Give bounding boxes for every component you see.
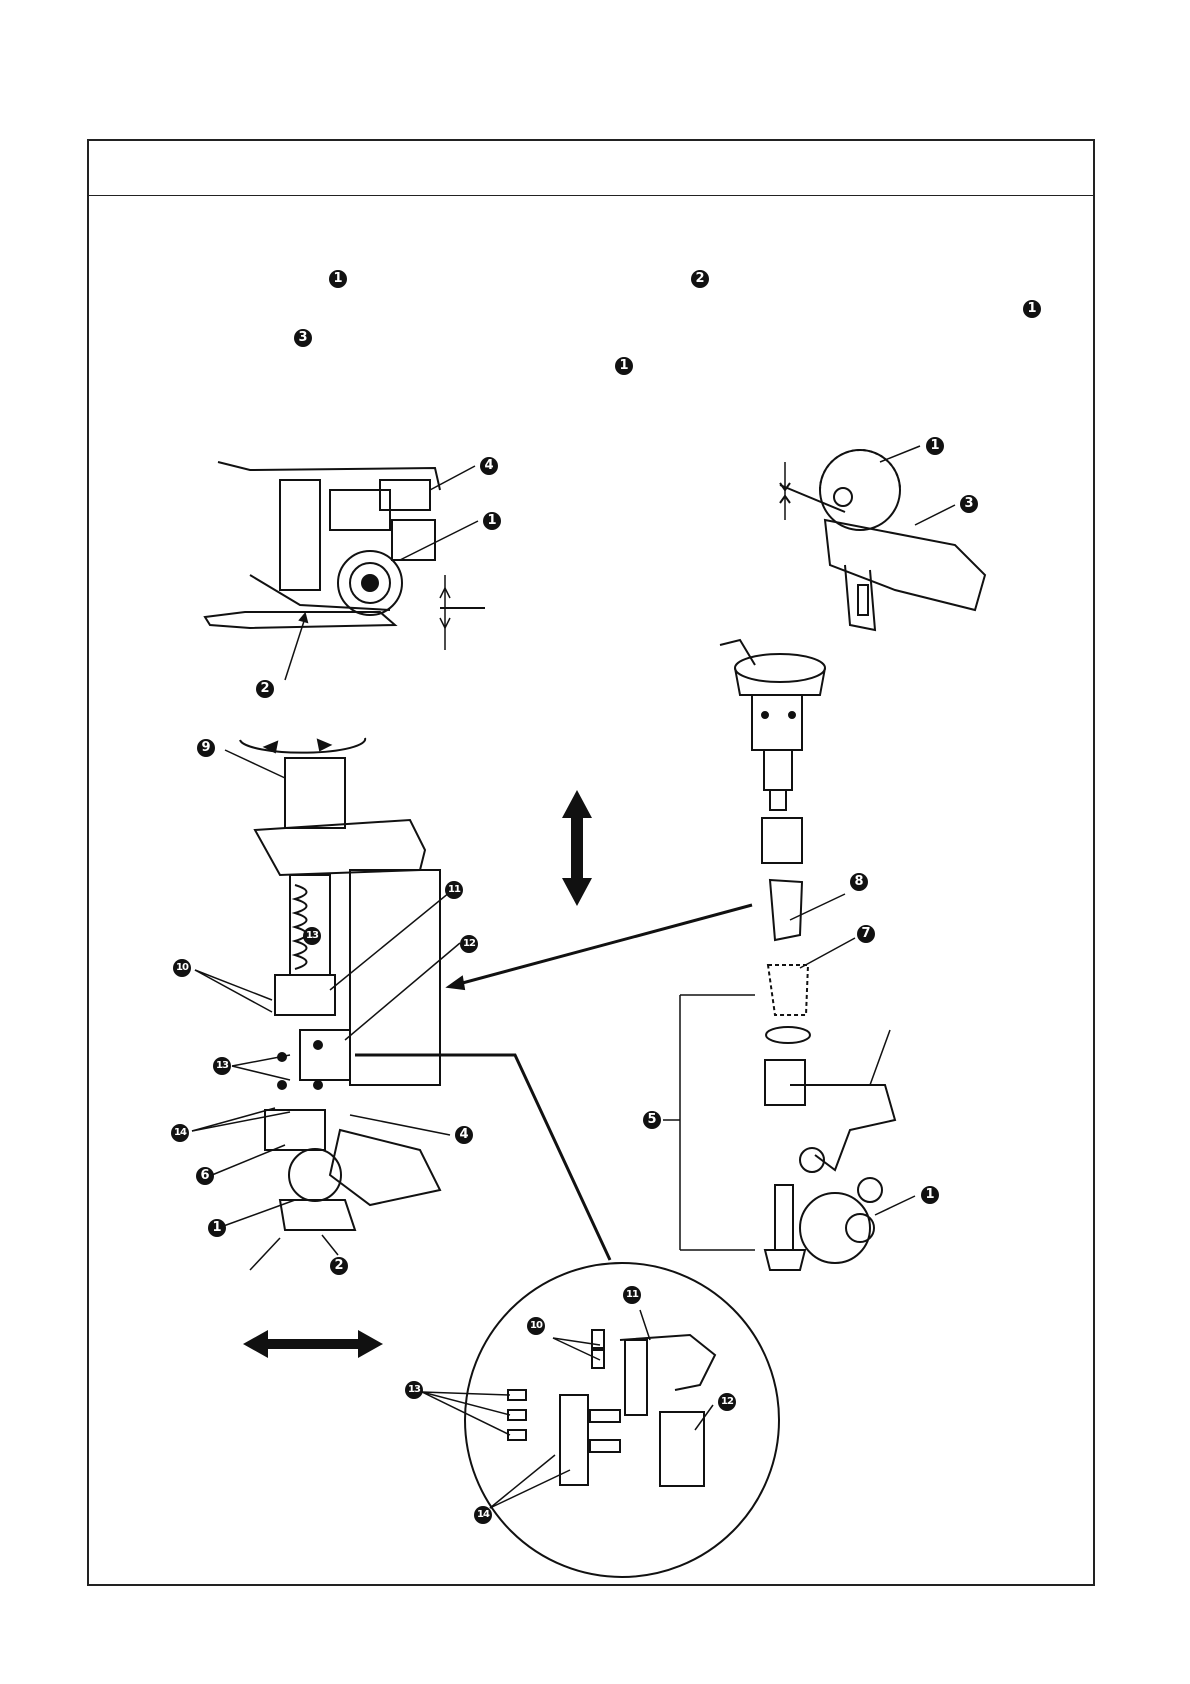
callout-13-spring: 13 [303,927,321,945]
exploded-shaft-assembly [663,640,895,1270]
callout-9: 9 [197,739,215,757]
inline-callout-1a: 1 [329,270,347,288]
vertical-motion-arrow [562,790,592,906]
callout-12-main: 12 [460,935,478,953]
callout-14-detail: 14 [474,1506,492,1524]
inline-callout-1b: 1 [1023,300,1041,318]
callout-1-main: 1 [208,1219,226,1237]
inline-callout-1c: 1 [615,357,633,375]
feed-unit-assembly [240,738,440,1270]
callout-11-main: 11 [445,881,463,899]
callout-4-top: 4 [480,457,498,475]
gear-and-rack [780,450,985,630]
callout-10-main: 10 [173,959,191,977]
detail-magnifier [465,1263,779,1577]
callout-12-detail: 12 [718,1393,736,1411]
callout-6: 6 [196,1167,214,1185]
callout-1-shaft: 1 [921,1186,939,1204]
callout-2-top: 2 [256,680,274,698]
callout-1-top: 1 [483,512,501,530]
inline-callout-2: 2 [691,270,709,288]
callout-11-detail: 11 [623,1286,641,1304]
inline-callout-3: 3 [294,329,312,347]
presser-foot-side-view [205,462,485,680]
callout-13-main: 13 [213,1057,231,1075]
callout-5: 5 [643,1111,661,1129]
callout-8: 8 [850,873,868,891]
callout-3-rack: 3 [960,495,978,513]
horizontal-motion-arrow [243,1330,383,1358]
callout-1-gear: 1 [926,437,944,455]
callout-4-main: 4 [455,1126,473,1144]
callout-2-main: 2 [330,1257,348,1275]
callout-10-detail: 10 [527,1317,545,1335]
callout-14-main: 14 [171,1124,189,1142]
callout-7: 7 [857,925,875,943]
callout-13-detail: 13 [405,1381,423,1399]
